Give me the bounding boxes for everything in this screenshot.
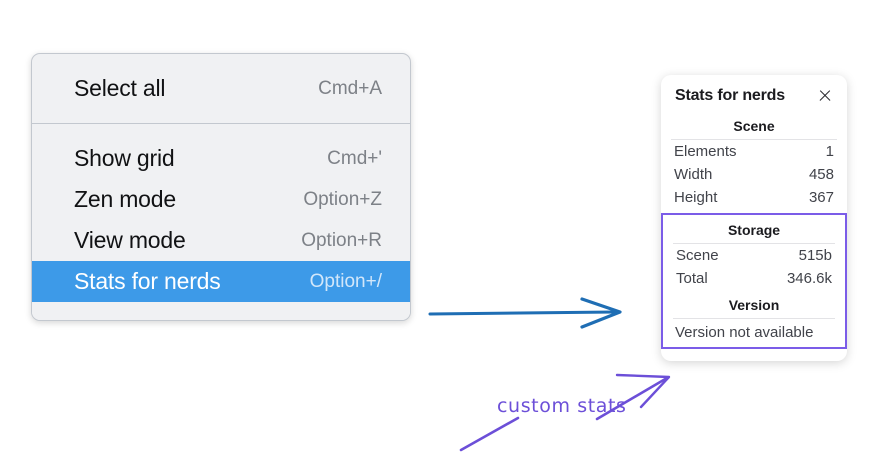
menu-item-select-all[interactable]: Select all Cmd+A bbox=[32, 68, 410, 109]
section-heading-scene: Scene bbox=[733, 118, 775, 134]
menu-section-view: Show grid Cmd+' Zen mode Option+Z View m… bbox=[32, 124, 410, 302]
stat-value: 458 bbox=[808, 166, 834, 183]
section-divider bbox=[673, 243, 835, 244]
purple-underline-annotation bbox=[459, 416, 520, 452]
panel-header: Stats for nerds bbox=[661, 85, 847, 111]
menu-item-shortcut: Option+R bbox=[301, 229, 382, 251]
menu-item-stats-for-nerds[interactable]: Stats for nerds Option+/ bbox=[32, 261, 410, 302]
stat-row-storage-scene: Scene 515b bbox=[663, 244, 845, 267]
stats-section-storage: Storage Scene 515b Total 346.6k bbox=[663, 215, 845, 290]
stat-row-version-value: Version not available bbox=[675, 324, 814, 341]
menu-item-shortcut: Cmd+' bbox=[327, 147, 382, 169]
stat-value: 346.6k bbox=[786, 270, 832, 287]
section-heading-storage: Storage bbox=[727, 222, 781, 238]
menu-item-shortcut: Option+Z bbox=[303, 188, 382, 210]
stat-key: Scene bbox=[676, 247, 719, 264]
stat-row-storage-total: Total 346.6k bbox=[663, 267, 845, 290]
stat-value: 1 bbox=[825, 143, 834, 160]
menu-item-label: Zen mode bbox=[74, 186, 176, 212]
stat-row-elements: Elements 1 bbox=[661, 140, 847, 163]
stat-value: 515b bbox=[798, 247, 832, 264]
section-divider bbox=[671, 139, 837, 140]
menu-footer-spacer bbox=[32, 302, 410, 320]
menu-item-label: Select all bbox=[74, 75, 166, 101]
menu-item-label: Show grid bbox=[74, 145, 175, 171]
stat-key: Width bbox=[674, 166, 713, 183]
menu-item-show-grid[interactable]: Show grid Cmd+' bbox=[32, 138, 410, 179]
menu-item-label: View mode bbox=[74, 227, 186, 253]
stats-for-nerds-panel: Stats for nerds Scene Elements 1 Width 4… bbox=[661, 75, 847, 361]
section-heading-version: Version bbox=[728, 297, 780, 313]
blue-arrow-annotation bbox=[428, 297, 622, 329]
menu-item-shortcut: Cmd+A bbox=[318, 77, 382, 99]
stat-value: 367 bbox=[808, 189, 834, 206]
custom-stats-annotation-label: custom stats bbox=[497, 395, 627, 417]
stats-section-version: Version Version not available bbox=[663, 290, 845, 343]
stat-key: Height bbox=[674, 189, 718, 206]
stat-key: Elements bbox=[674, 143, 737, 160]
stat-row-width: Width 458 bbox=[661, 163, 847, 186]
section-divider bbox=[673, 318, 835, 319]
menu-divider bbox=[32, 123, 410, 124]
context-menu[interactable]: Select all Cmd+A Show grid Cmd+' Zen mod… bbox=[31, 53, 411, 321]
menu-item-shortcut: Option+/ bbox=[309, 270, 382, 292]
stats-section-scene: Scene Elements 1 Width 458 Height 367 bbox=[661, 111, 847, 209]
close-icon[interactable] bbox=[817, 88, 833, 104]
stat-key: Total bbox=[676, 270, 708, 287]
menu-item-zen-mode[interactable]: Zen mode Option+Z bbox=[32, 179, 410, 220]
menu-section-primary: Select all Cmd+A bbox=[32, 54, 410, 123]
menu-item-view-mode[interactable]: View mode Option+R bbox=[32, 220, 410, 261]
panel-title: Stats for nerds bbox=[675, 87, 785, 104]
stat-row-height: Height 367 bbox=[661, 186, 847, 209]
custom-stats-region: Storage Scene 515b Total 346.6k Version … bbox=[661, 213, 847, 349]
menu-item-label: Stats for nerds bbox=[74, 268, 221, 294]
